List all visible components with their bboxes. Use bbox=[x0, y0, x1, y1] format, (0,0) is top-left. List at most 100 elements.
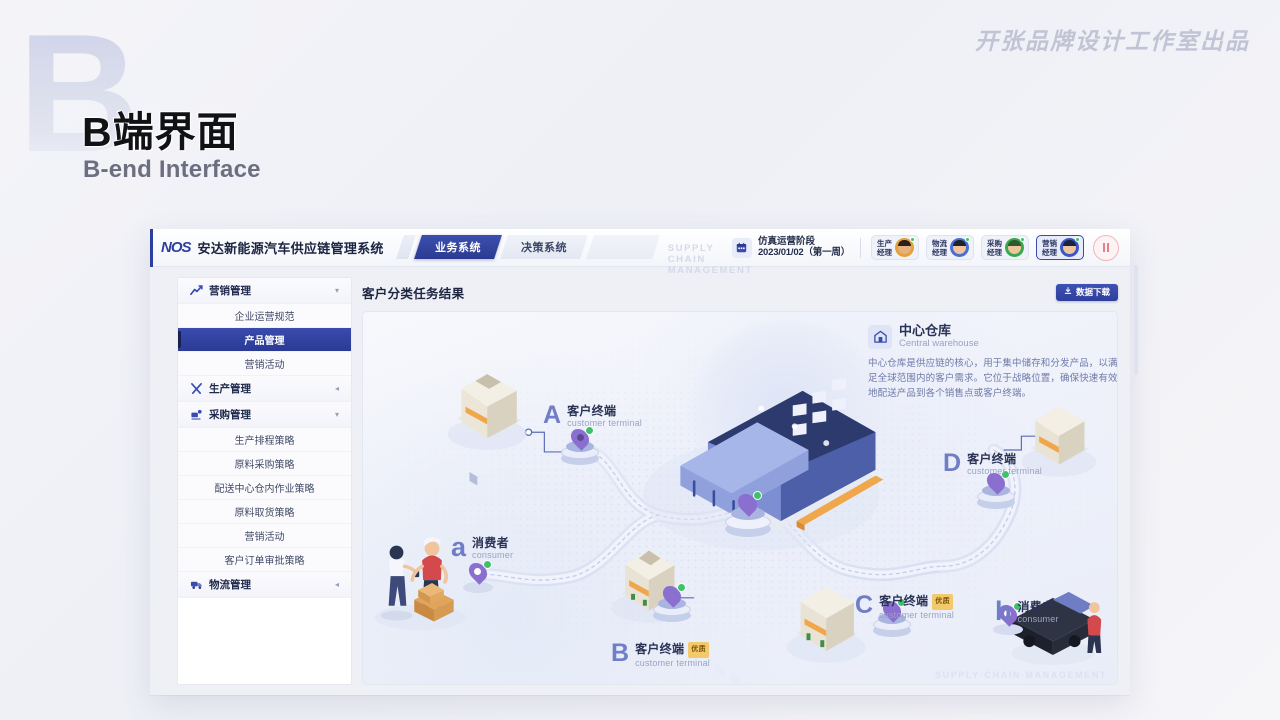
sidebar-group-marketing[interactable]: 营销管理 ▾ bbox=[178, 278, 351, 304]
pause-simulation-button[interactable] bbox=[1093, 234, 1119, 261]
avatar bbox=[895, 237, 915, 257]
sidebar-item-raw-material-purchasing-strategy[interactable]: 原料采购策略 bbox=[178, 452, 351, 476]
tools-icon bbox=[190, 382, 203, 395]
tab-business-system-label: 业务系统 bbox=[434, 241, 481, 254]
poster-title-en: B-end Interface bbox=[83, 156, 261, 183]
chart-line-icon bbox=[190, 284, 203, 297]
warehouse-icon bbox=[868, 324, 892, 349]
chevron-down-icon: ▾ bbox=[334, 410, 339, 419]
node-label-c-cn: 客户终端优质 bbox=[879, 594, 954, 610]
node-letter-consumer-a: a bbox=[451, 532, 467, 562]
central-warehouse-header: 中心仓库 Central warehouse bbox=[868, 323, 1117, 349]
phase-label: 仿真运营阶段 bbox=[757, 235, 815, 247]
node-label-b-cn: 客户终端优质 bbox=[635, 642, 710, 658]
supply-chain-diagram-canvas[interactable]: A 客户终端 customer terminal D 客户终端 customer… bbox=[362, 311, 1118, 685]
chevron-down-icon: ▾ bbox=[334, 286, 339, 295]
delivery-people-illustration bbox=[374, 537, 466, 631]
main-scrollbar[interactable] bbox=[1134, 265, 1138, 375]
sidebar-group-purchasing[interactable]: 采购管理 ▾ bbox=[178, 402, 351, 428]
sidebar-group-production[interactable]: 生产管理 ◂ bbox=[178, 376, 351, 402]
sidebar-item-marketing-activity-2[interactable]: 营销活动 bbox=[178, 524, 351, 548]
node-letter-b: B bbox=[611, 639, 630, 667]
sidebar-item-marketing-activity[interactable]: 营销活动 bbox=[178, 352, 351, 376]
page-title: 客户分类任务结果 bbox=[362, 286, 465, 301]
central-warehouse-name-en: Central warehouse bbox=[899, 338, 979, 349]
role-chip-marketing-manager[interactable]: 营销经理 bbox=[1036, 235, 1084, 260]
brand-accent-bar bbox=[150, 229, 153, 267]
central-warehouse-name-cn: 中心仓库 bbox=[899, 323, 952, 338]
tab-decoration-slash bbox=[395, 234, 416, 259]
poster-title-cn: B端界面 bbox=[82, 109, 239, 155]
role-chip-marketing-manager-label: 营销经理 bbox=[1042, 238, 1057, 257]
sidebar-item-raw-material-pickup-strategy[interactable]: 原料取货策略 bbox=[178, 500, 351, 524]
application-window: NOS 安达新能源汽车供应链管理系统 业务系统 决策系统 SUPPLY CHAI… bbox=[150, 229, 1138, 695]
node-label-c-en: customer terminal bbox=[879, 610, 954, 620]
role-chip-purchasing-manager-label: 采购经理 bbox=[987, 238, 1002, 257]
sidebar-item-enterprise-operation-norms[interactable]: 企业运营规范 bbox=[178, 304, 351, 328]
central-warehouse-info-card: 中心仓库 Central warehouse 中心仓库是供应链的核心，用于集中储… bbox=[868, 323, 1118, 401]
role-chip-production-manager[interactable]: 生产经理 bbox=[871, 235, 919, 260]
sidebar-group-marketing-label: 营销管理 bbox=[209, 285, 251, 297]
node-letter-a: A bbox=[543, 401, 562, 429]
simulation-phase-text: 仿真运营阶段 2023/01/02（第一周） bbox=[757, 235, 850, 259]
tab-decision-system-label: 决策系统 bbox=[520, 241, 567, 254]
main-header: 客户分类任务结果 数据下载 bbox=[362, 277, 1118, 307]
node-label-d: D 客户终端 customer terminal bbox=[943, 451, 1042, 477]
node-letter-c: C bbox=[855, 591, 874, 619]
app-body: 营销管理 ▾ 企业运营规范 产品管理 营销活动 生产管理 ◂ 采购管理 ▾ 生产… bbox=[150, 265, 1138, 695]
canvas-footer-text: SUPPLY·CHAIN·MANAGEMENT bbox=[935, 670, 1107, 680]
sidebar-item-product-management[interactable]: 产品管理 bbox=[178, 328, 351, 352]
role-chip-logistics-manager-label: 物流经理 bbox=[932, 238, 947, 257]
node-label-b-en: customer terminal bbox=[635, 658, 710, 668]
node-label-d-en: customer terminal bbox=[967, 466, 1042, 476]
shop-illustration-a bbox=[447, 374, 527, 486]
sidebar-navigation: 营销管理 ▾ 企业运营规范 产品管理 营销活动 生产管理 ◂ 采购管理 ▾ 生产… bbox=[177, 277, 352, 685]
sidebar-group-logistics[interactable]: 物流管理 ◂ bbox=[178, 572, 351, 598]
cart-icon bbox=[190, 408, 203, 421]
sidebar-group-logistics-label: 物流管理 bbox=[209, 579, 251, 591]
main-content: 客户分类任务结果 数据下载 bbox=[362, 265, 1138, 685]
shop-illustration-d bbox=[1021, 406, 1097, 477]
delivery-truck-illustration bbox=[1011, 591, 1102, 665]
data-download-button[interactable]: 数据下载 bbox=[1055, 283, 1118, 301]
node-label-consumer-a-en: consumer bbox=[472, 550, 514, 560]
tab-decision-system[interactable]: 决策系统 bbox=[499, 234, 588, 259]
company-logo-icon: NOS bbox=[161, 239, 191, 256]
chevron-left-icon: ◂ bbox=[334, 580, 339, 589]
app-title: 安达新能源汽车供应链管理系统 bbox=[197, 241, 384, 256]
node-label-consumer-a-cn: 消费者 bbox=[472, 536, 509, 550]
studio-credit-text: 开张品牌设计工作室出品 bbox=[975, 28, 1250, 54]
central-warehouse-description: 中心仓库是供应链的核心，用于集中储存和分发产品，以满足全球范围内的客户需求。它位… bbox=[868, 358, 1118, 399]
app-topbar: NOS 安达新能源汽车供应链管理系统 业务系统 决策系统 SUPPLY CHAI… bbox=[150, 229, 1130, 276]
topbar-divider bbox=[860, 237, 861, 258]
truck-icon bbox=[190, 578, 203, 591]
node-label-consumer-b: b 消费者 consumer bbox=[995, 596, 1059, 626]
topbar-right-cluster: 仿真运营阶段 2023/01/02（第一周） 生产经理 物流经理 采购经理 bbox=[731, 234, 1130, 261]
tab-business-system[interactable]: 业务系统 bbox=[413, 234, 502, 259]
data-download-button-label: 数据下载 bbox=[1075, 287, 1110, 297]
pause-icon bbox=[1103, 243, 1105, 252]
sidebar-group-purchasing-label: 采购管理 bbox=[209, 409, 251, 421]
download-icon bbox=[1064, 287, 1072, 297]
node-letter-consumer-b: b bbox=[995, 596, 1012, 626]
node-label-b: B 客户终端优质 customer terminal bbox=[611, 639, 710, 669]
topbar-ghost-text: SUPPLY CHAIN MANAGEMENT bbox=[667, 242, 753, 276]
role-chip-purchasing-manager[interactable]: 采购经理 bbox=[981, 235, 1029, 260]
node-label-consumer-b-cn: 消费者 bbox=[1017, 600, 1055, 614]
node-label-consumer-a: a 消费者 consumer bbox=[451, 532, 514, 562]
system-tabs: 业务系统 决策系统 SUPPLY CHAIN MANAGEMENT bbox=[395, 229, 751, 276]
role-chip-production-manager-label: 生产经理 bbox=[877, 238, 892, 257]
pause-icon bbox=[1107, 243, 1109, 252]
phase-date: 2023/01/02（第一周） bbox=[757, 246, 850, 258]
sidebar-group-production-label: 生产管理 bbox=[209, 383, 251, 395]
chevron-left-icon: ◂ bbox=[334, 384, 339, 393]
simulation-phase-chip[interactable]: 仿真运营阶段 2023/01/02（第一周） bbox=[731, 235, 850, 259]
avatar bbox=[950, 237, 970, 257]
node-label-d-cn: 客户终端 bbox=[967, 452, 1017, 466]
watermark-letter-b: B bbox=[18, 0, 139, 187]
sidebar-item-customer-order-approval-strategy[interactable]: 客户订单审批策略 bbox=[178, 548, 351, 572]
role-chip-logistics-manager[interactable]: 物流经理 bbox=[926, 235, 974, 260]
sidebar-item-dc-warehouse-operation-strategy[interactable]: 配送中心仓内作业策略 bbox=[178, 476, 351, 500]
sidebar-item-production-scheduling-strategy[interactable]: 生产排程策略 bbox=[178, 428, 351, 452]
poster-branding-band: B B端界面 B-end Interface 开张品牌设计工作室出品 bbox=[0, 0, 1280, 205]
